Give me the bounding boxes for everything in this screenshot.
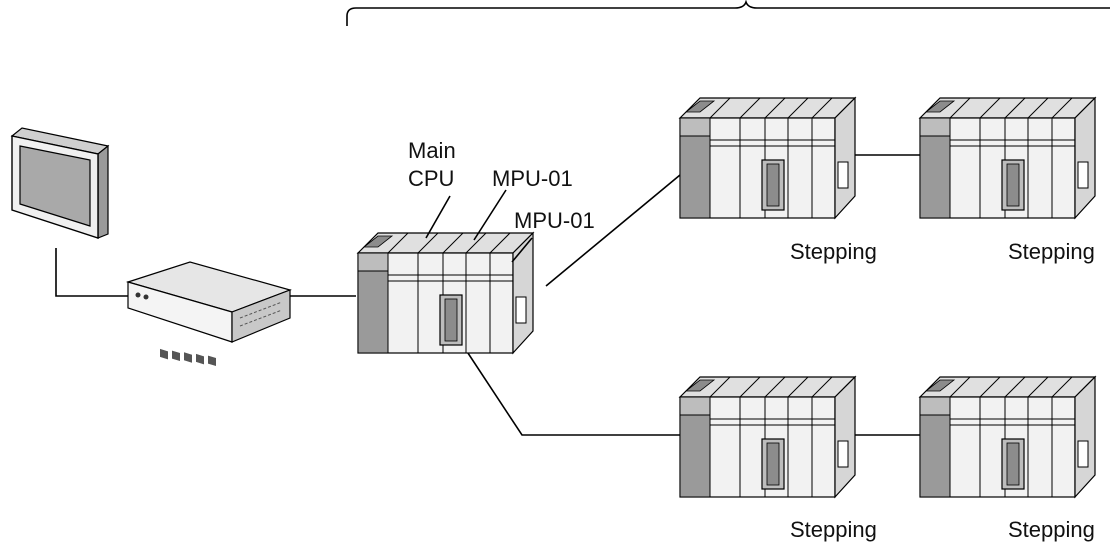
link-main-to-stepping-bottom [461,343,680,436]
stepping-top-2-plc-icon [919,97,1096,219]
mpu-b-label: MPU-01 [514,208,595,233]
leader-mpu-a [473,189,507,241]
group-brace [346,0,1110,26]
mpu-a-label: MPU-01 [492,166,573,191]
main-cpu-label-line1: Main [408,138,456,163]
leader-mpu-b [511,237,533,263]
link-main-to-stepping-top [545,174,681,287]
stepping-bottom-1-plc-icon [679,376,856,498]
stepping-top-1-label: Stepping [790,239,877,264]
stepping-bottom-2-plc-icon [919,376,1096,498]
touch-panel-icon [10,127,110,239]
leader-main-cpu [425,195,451,239]
main-cpu-plc-icon [357,232,534,354]
main-cpu-label-line2: CPU [408,166,454,191]
link-panel-hub [55,248,128,297]
stepping-bottom-2-label: Stepping [1008,517,1095,542]
stepping-bottom-1-label: Stepping [790,517,877,542]
stepping-top-2-label: Stepping [1008,239,1095,264]
stepping-top-1-plc-icon [679,97,856,219]
ethernet-hub-icon [125,261,292,367]
